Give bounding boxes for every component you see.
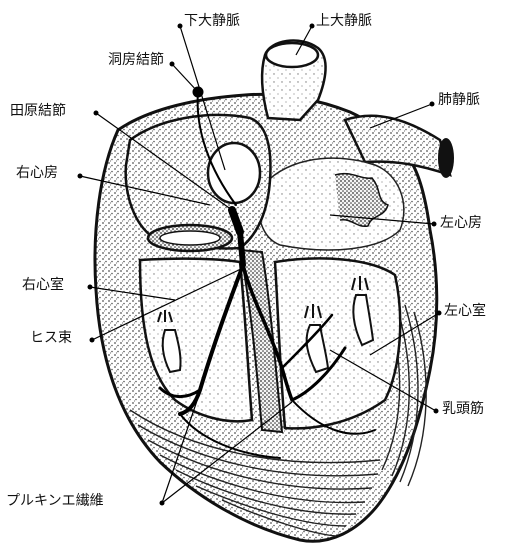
pulmonary-vein-opening bbox=[438, 138, 454, 178]
svc-opening bbox=[266, 43, 318, 67]
label-right-ventricle: 右心室 bbox=[22, 278, 64, 292]
label-pulmonary-vein: 肺静脈 bbox=[438, 93, 480, 107]
label-bundle-of-his: ヒス束 bbox=[30, 331, 72, 345]
label-right-atrium: 右心房 bbox=[16, 166, 58, 180]
label-atrioventricular-node: 田原結節 bbox=[10, 104, 66, 118]
label-left-atrium: 左心房 bbox=[440, 216, 482, 230]
label-papillary-muscle: 乳頭筋 bbox=[442, 402, 484, 416]
label-sinoatrial-node: 洞房結節 bbox=[108, 53, 164, 67]
label-inferior-vena-cava: 下大静脈 bbox=[184, 14, 240, 28]
label-left-ventricle: 左心室 bbox=[444, 304, 486, 318]
label-superior-vena-cava: 上大静脈 bbox=[316, 14, 372, 28]
label-purkinje-fibers: プルキンエ繊維 bbox=[6, 494, 104, 508]
